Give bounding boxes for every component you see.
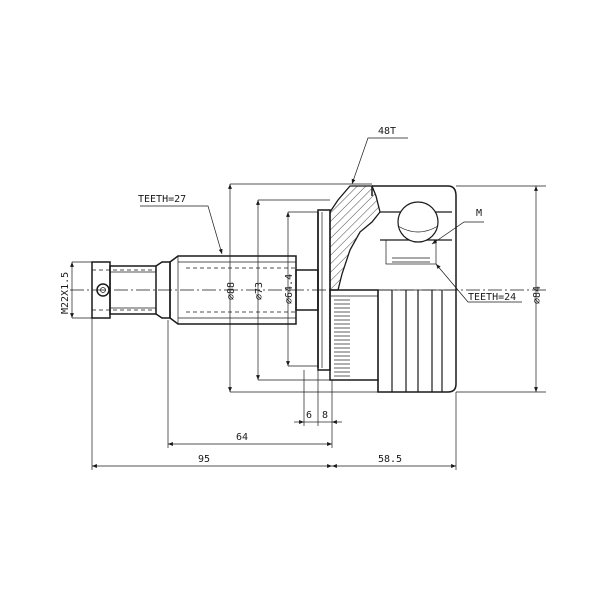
outer-teeth-label: TEETH=27 <box>138 194 186 205</box>
dia-88-label: ⌀88 <box>226 282 237 300</box>
dimension-lines <box>70 183 546 470</box>
inner-teeth-label: TEETH=24 <box>468 292 516 303</box>
dim-95-label: 95 <box>198 454 210 465</box>
splined-shaft <box>169 255 319 325</box>
ball <box>397 201 439 243</box>
dia-84-label: ⌀84 <box>532 286 543 304</box>
bell-housing <box>371 185 457 393</box>
dim-6-label: 6 <box>306 410 312 421</box>
dia-73-label: ⌀73 <box>254 282 265 300</box>
dim-64-label: 64 <box>236 432 248 443</box>
leader-lines <box>140 137 522 303</box>
thread-label: M22X1.5 <box>60 272 71 314</box>
ball-marker-label: M <box>476 208 482 219</box>
dim-58-5-label: 58.5 <box>378 454 402 465</box>
dia-64-4-label: ⌀64.4 <box>284 274 295 304</box>
dim-8-label: 8 <box>322 410 328 421</box>
abs-tone-ring <box>329 289 379 381</box>
abs-teeth-label: 48T <box>378 126 396 137</box>
bell-section-hatch <box>329 185 381 291</box>
